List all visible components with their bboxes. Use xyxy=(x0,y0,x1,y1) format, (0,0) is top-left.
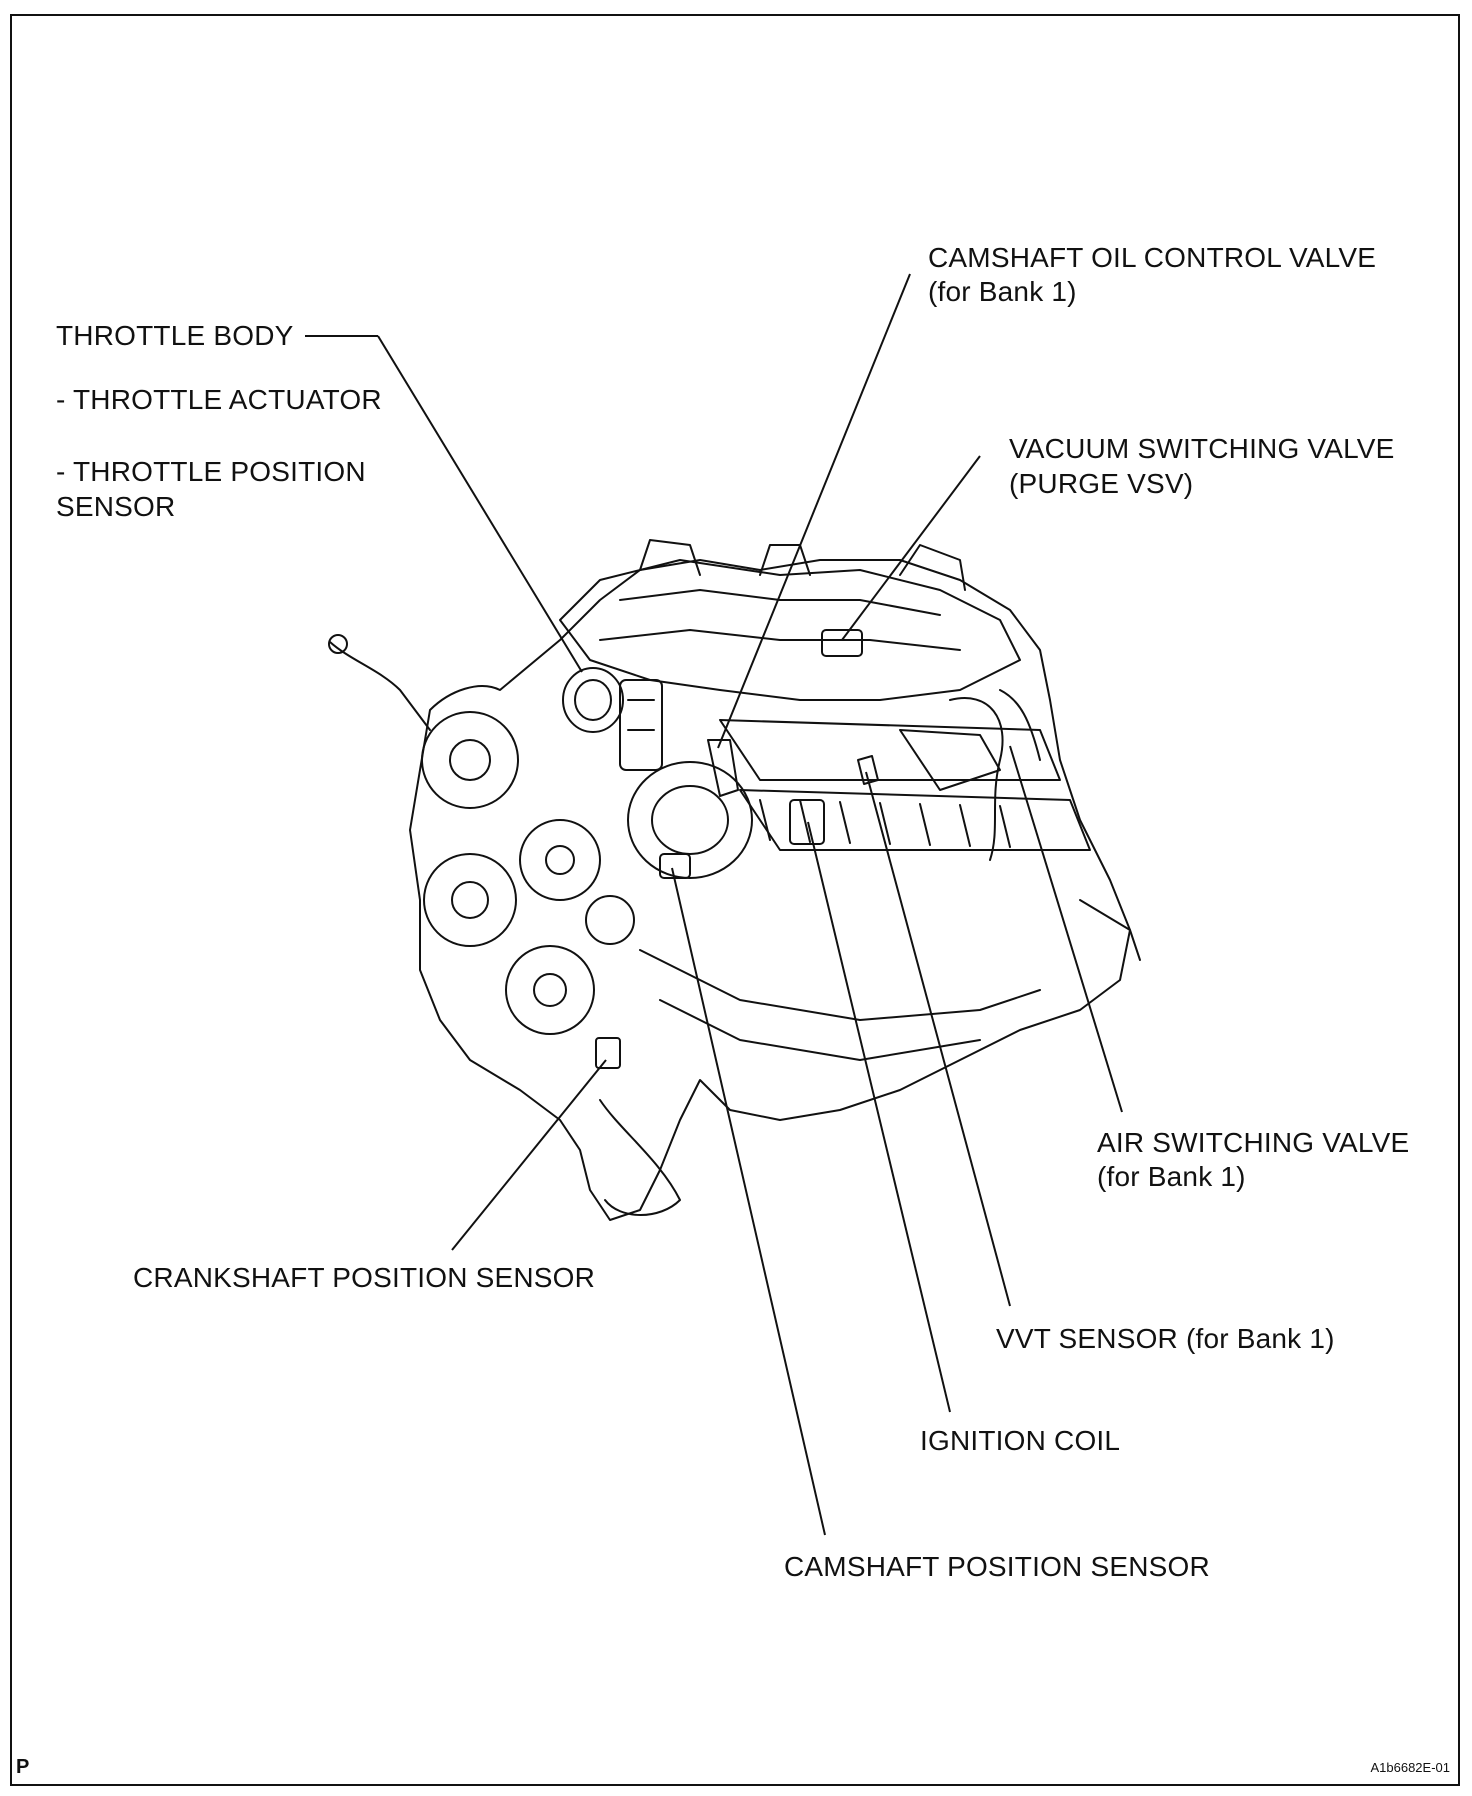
label-throttle-position-line1: - THROTTLE POSITION xyxy=(56,456,366,487)
label-air-switching-line2: (for Bank 1) xyxy=(1097,1161,1246,1192)
leader-vvt xyxy=(865,771,1011,1307)
label-air-switching-line1: AIR SWITCHING VALVE xyxy=(1097,1127,1410,1158)
ocv-body xyxy=(707,739,739,797)
leader-camshaft-ocv xyxy=(717,273,911,749)
label-camshaft-sensor: CAMSHAFT POSITION SENSOR xyxy=(784,1551,1210,1582)
lower-block xyxy=(639,949,1041,1021)
label-vvt-sensor: VVT SENSOR (for Bank 1) xyxy=(996,1323,1335,1354)
air-switching-valve-body xyxy=(899,729,1001,791)
label-camshaft-ocv-line1: CAMSHAFT OIL CONTROL VALVE xyxy=(928,242,1377,273)
vvt-sensor-body xyxy=(857,755,879,785)
intake-manifold xyxy=(559,559,1021,701)
figure-code: A1b6682E-01 xyxy=(1370,1760,1450,1775)
vsv-body xyxy=(821,629,863,657)
pulley-idler xyxy=(585,895,635,945)
water-outlet xyxy=(599,1099,681,1216)
dipstick xyxy=(329,641,431,731)
label-vsv-line2: (PURGE VSV) xyxy=(1009,468,1194,499)
crankshaft-position-sensor-body xyxy=(595,1037,621,1069)
leader-camshaft-sensor xyxy=(671,867,826,1536)
pulley-upper xyxy=(421,711,519,809)
throttle-actuator-housing xyxy=(619,679,663,771)
leader-ignition-coil xyxy=(807,821,951,1413)
corner-letter: P xyxy=(16,1756,30,1778)
label-crankshaft-sensor: CRANKSHAFT POSITION SENSOR xyxy=(133,1262,596,1293)
leader-crankshaft xyxy=(451,1059,607,1251)
engine-outline xyxy=(409,559,1131,1221)
throttle-body-bore xyxy=(562,667,624,733)
label-throttle-actuator: - THROTTLE ACTUATOR xyxy=(56,384,382,415)
label-camshaft-ocv-line2: (for Bank 1) xyxy=(928,276,1077,307)
ignition-coil-body xyxy=(789,799,825,845)
label-ignition-coil: IGNITION COIL xyxy=(920,1425,1121,1456)
leader-vsv xyxy=(841,455,981,641)
label-throttle-position-line2: SENSOR xyxy=(56,491,176,522)
label-throttle-body: THROTTLE BODY xyxy=(56,320,294,351)
pulley-mid xyxy=(519,819,601,901)
pulley-lower xyxy=(505,945,595,1035)
camshaft-position-sensor-body xyxy=(659,853,691,879)
leader-air-switching xyxy=(1009,745,1123,1113)
timing-cover xyxy=(627,761,753,879)
pulley-left xyxy=(423,853,517,947)
label-vsv-line1: VACUUM SWITCHING VALVE xyxy=(1009,433,1395,464)
leader-throttle-body-diag xyxy=(377,335,583,673)
diagram-frame xyxy=(10,14,1460,1786)
